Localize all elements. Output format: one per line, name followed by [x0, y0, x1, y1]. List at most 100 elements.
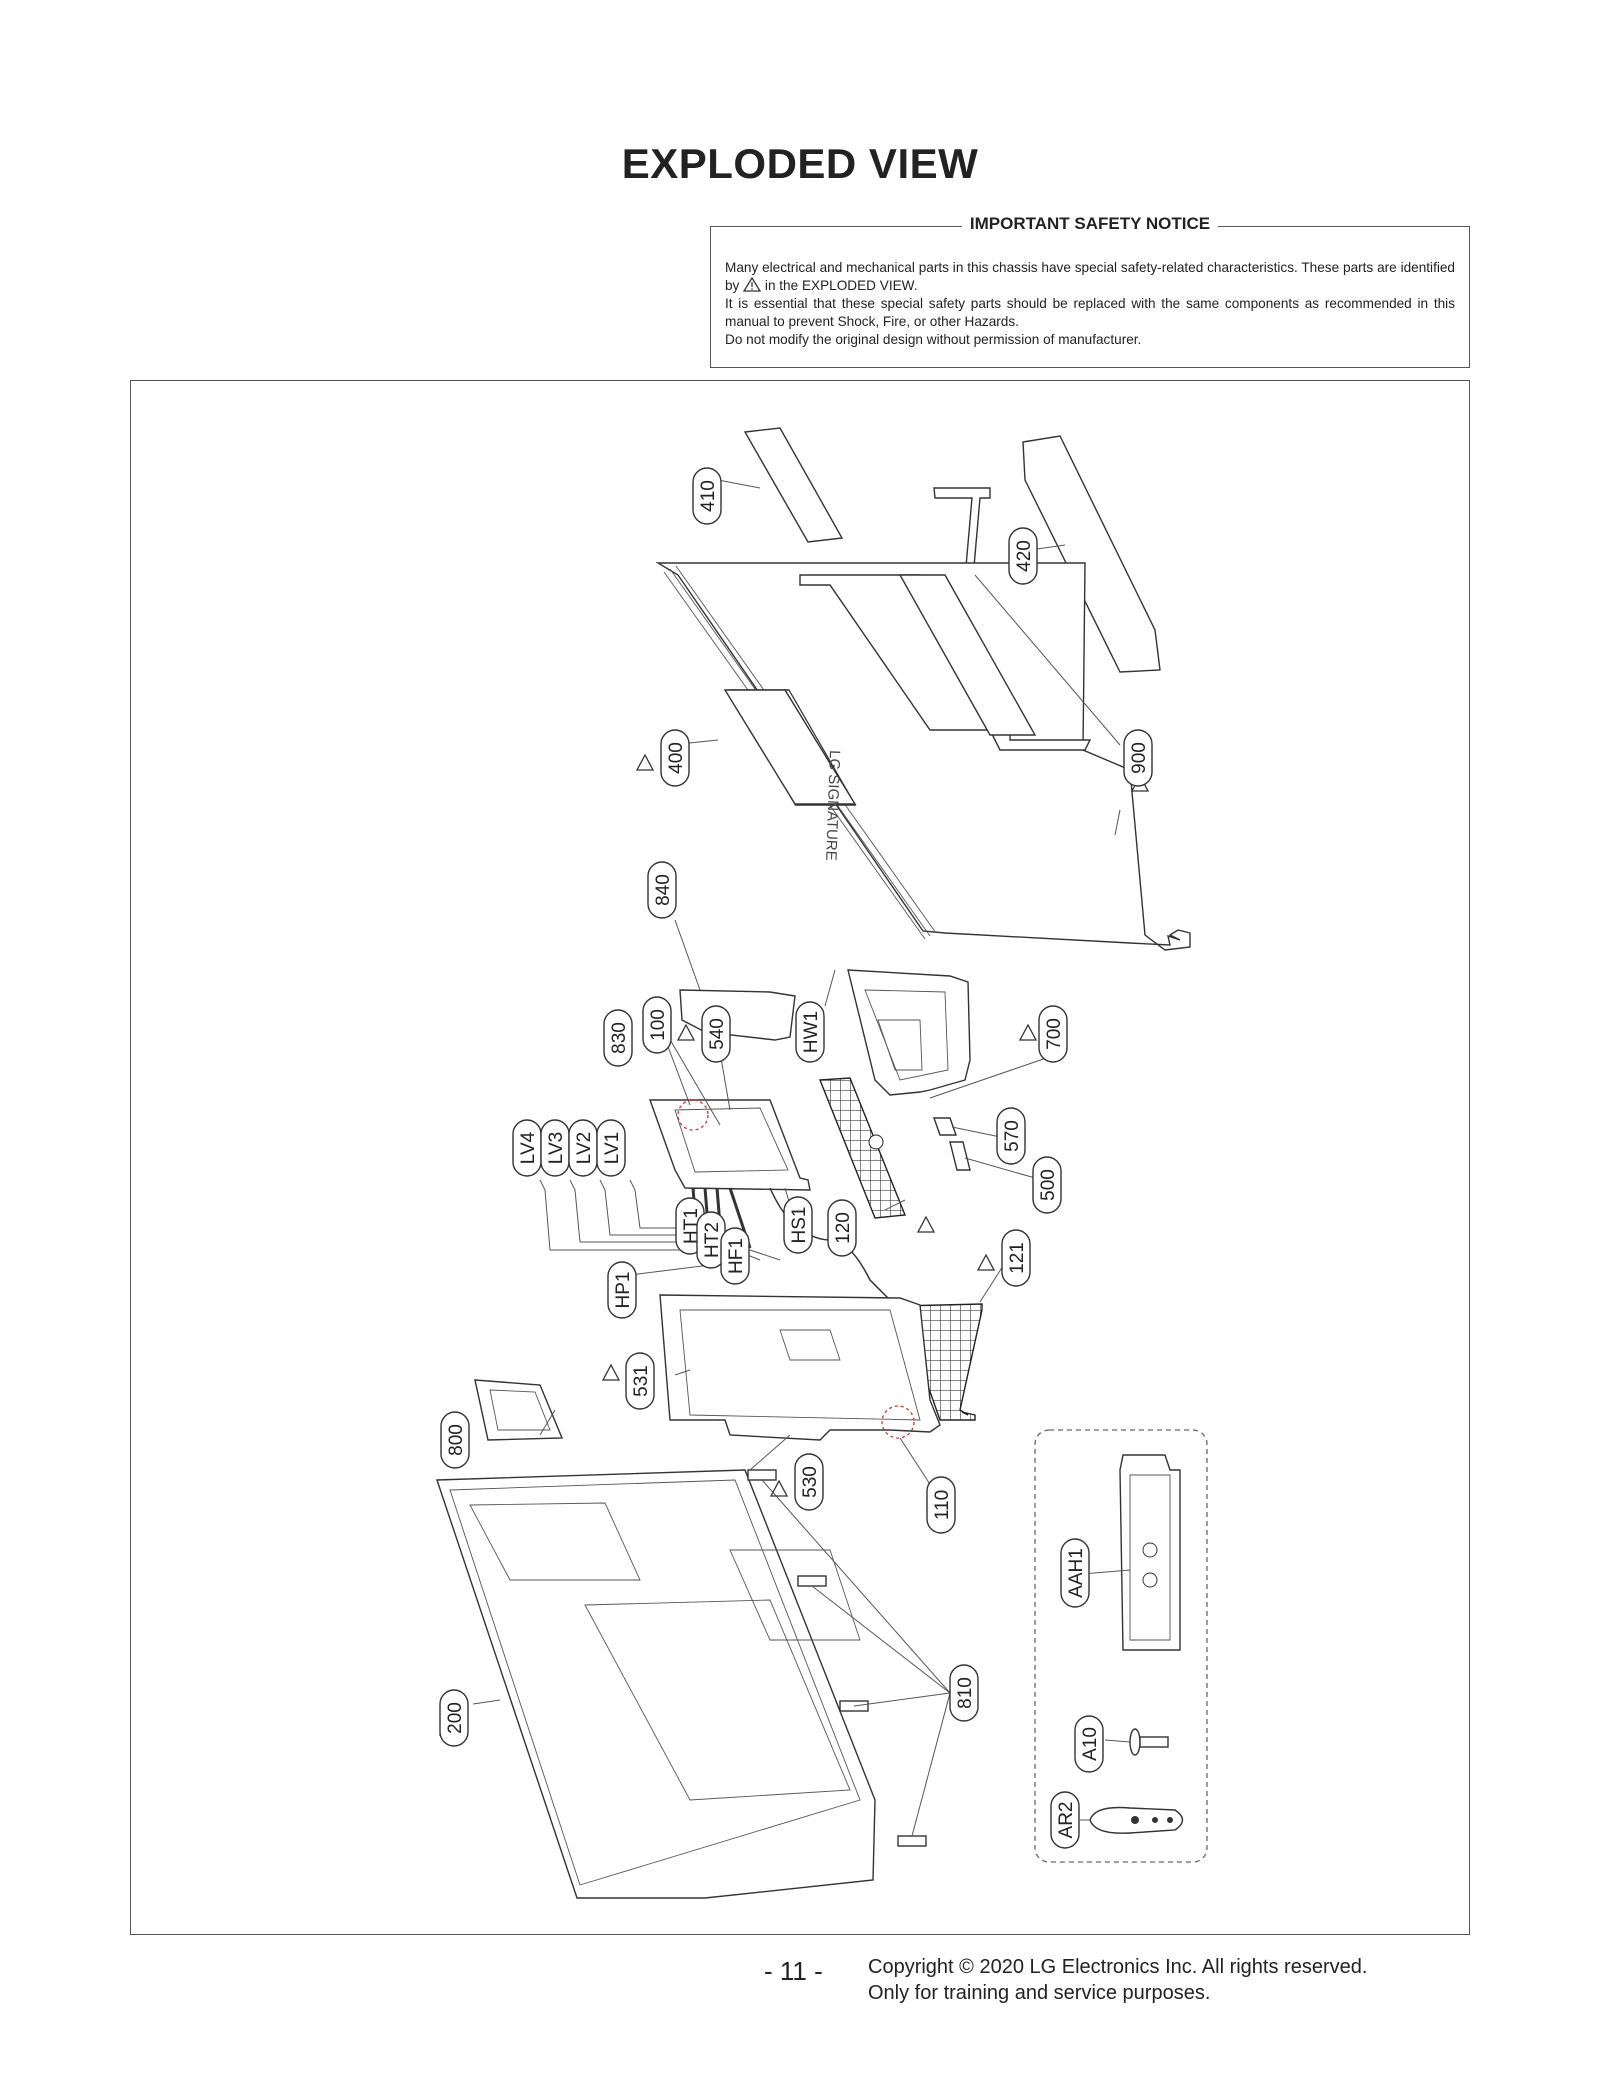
copyright-line-2: Only for training and service purposes. [868, 1982, 1211, 2004]
svg-text:531: 531 [631, 1365, 652, 1397]
part-400-back-cover: LG SIGNATURE [655, 562, 1191, 951]
part-200-front-panel [436, 1469, 876, 1899]
accessories-box [1034, 1429, 1208, 1863]
part-540-main-board [649, 1099, 811, 1191]
svg-text:LV4: LV4 [518, 1131, 539, 1164]
part-531-mid-frame [659, 1294, 941, 1441]
callout-900: 900 [1123, 729, 1153, 787]
part-410-cover [743, 427, 844, 543]
warning-icon-121 [976, 1253, 996, 1271]
svg-text:100: 100 [648, 1009, 669, 1041]
svg-text:LV3: LV3 [546, 1132, 567, 1164]
svg-text:200: 200 [445, 1702, 466, 1734]
part-700-bracket [847, 969, 971, 1096]
highlight-circle-110 [881, 1405, 915, 1439]
callout-lv3: LV3 [540, 1119, 570, 1177]
callout-lv4: LV4 [512, 1119, 542, 1177]
svg-text:120: 120 [833, 1212, 854, 1244]
callout-410: 410 [692, 467, 722, 525]
safety-notice-box: IMPORTANT SAFETY NOTICE Many electrical … [710, 214, 1470, 368]
callout-lv1: LV1 [596, 1119, 626, 1177]
svg-text:570: 570 [1002, 1120, 1023, 1152]
callout-110: 110 [926, 1476, 956, 1534]
notice-text-1a: Many electrical and mechanical parts in … [725, 260, 1455, 293]
svg-text:810: 810 [955, 1677, 976, 1709]
svg-text:A10: A10 [1080, 1727, 1101, 1761]
svg-text:HW1: HW1 [801, 1011, 822, 1053]
svg-text:LV1: LV1 [602, 1132, 623, 1164]
callout-570: 570 [996, 1107, 1026, 1165]
callout-800: 800 [440, 1411, 470, 1469]
notice-text-2: It is essential that these special safet… [725, 296, 1455, 329]
callout-120: 120 [827, 1199, 857, 1257]
copyright-line-1: Copyright © 2020 LG Electronics Inc. All… [868, 1956, 1368, 1978]
callout-540: 540 [701, 1005, 731, 1063]
callout-200: 200 [439, 1689, 469, 1747]
warning-icon [743, 277, 762, 292]
page-number: - 11 - [764, 1956, 823, 1986]
callout-lv2: LV2 [568, 1119, 598, 1177]
svg-text:830: 830 [609, 1022, 630, 1054]
diagram-frame [130, 380, 1470, 1935]
callout-hw1: HW1 [795, 1001, 825, 1063]
svg-text:420: 420 [1014, 540, 1035, 572]
callout-aah1: AAH1 [1060, 1538, 1090, 1608]
part-120-speaker [818, 1077, 906, 1219]
callout-ht2: HT2 [696, 1211, 726, 1269]
warning-icon-400 [635, 753, 655, 771]
callout-hf1: HF1 [720, 1227, 750, 1285]
warning-icon-540 [676, 1023, 696, 1041]
part-a10-screw [1129, 1728, 1169, 1756]
notice-text-3: Do not modify the original design withou… [725, 332, 1142, 347]
svg-text:500: 500 [1038, 1169, 1059, 1201]
safety-notice-heading: IMPORTANT SAFETY NOTICE [711, 214, 1469, 234]
part-840-plate [679, 989, 796, 1041]
callout-531: 531 [625, 1352, 655, 1410]
svg-text:540: 540 [707, 1018, 728, 1050]
callout-121: 121 [1001, 1229, 1031, 1287]
warning-icon-531 [601, 1363, 621, 1381]
svg-text:HF1: HF1 [726, 1238, 747, 1274]
svg-text:HT2: HT2 [702, 1222, 723, 1258]
svg-text:400: 400 [666, 742, 687, 774]
callout-530: 530 [794, 1453, 824, 1511]
callout-a10: A10 [1074, 1715, 1104, 1773]
part-500-small [949, 1141, 971, 1171]
callout-hs1: HS1 [783, 1196, 813, 1254]
notice-text-1b: in the EXPLODED VIEW. [761, 278, 918, 293]
svg-text:AR2: AR2 [1056, 1802, 1077, 1839]
callout-ar2: AR2 [1050, 1791, 1080, 1849]
svg-text:110: 110 [932, 1490, 953, 1520]
callout-500: 500 [1032, 1156, 1062, 1214]
svg-text:AAH1: AAH1 [1066, 1548, 1087, 1598]
callout-700: 700 [1038, 1005, 1068, 1063]
svg-text:HS1: HS1 [789, 1207, 810, 1244]
svg-text:LV2: LV2 [574, 1132, 595, 1164]
callout-100: 100 [642, 996, 672, 1054]
callout-420: 420 [1008, 527, 1038, 585]
part-420-cover [1022, 435, 1161, 673]
exploded-view-diagram: LG SIGNATURE [436, 427, 1208, 1899]
svg-text:800: 800 [446, 1424, 467, 1456]
svg-text:840: 840 [653, 874, 674, 906]
svg-text:530: 530 [800, 1466, 821, 1498]
warning-icon-700 [1018, 1023, 1038, 1041]
svg-text:HP1: HP1 [613, 1272, 634, 1309]
highlight-circle-100 [677, 1099, 709, 1131]
safety-notice-body: Many electrical and mechanical parts in … [725, 259, 1455, 349]
warning-icon-120 [916, 1215, 936, 1233]
part-ar2-remote [1089, 1806, 1184, 1834]
warning-icon-530 [769, 1479, 789, 1497]
copyright-text: Copyright © 2020 LG Electronics Inc. All… [868, 1954, 1367, 2006]
svg-text:700: 700 [1044, 1018, 1065, 1050]
callout-400: 400 [660, 729, 690, 787]
callout-810: 810 [949, 1664, 979, 1722]
part-800-bracket [474, 1379, 564, 1441]
svg-text:121: 121 [1007, 1242, 1028, 1274]
callout-830: 830 [603, 1009, 633, 1067]
callouts: 410 420 400 900 840 830 100 540 HW1 700 … [439, 467, 1153, 1849]
svg-text:410: 410 [698, 480, 719, 512]
part-570-small [933, 1117, 957, 1136]
callout-hp1: HP1 [607, 1261, 637, 1319]
page-title: EXPLODED VIEW [621, 140, 979, 187]
